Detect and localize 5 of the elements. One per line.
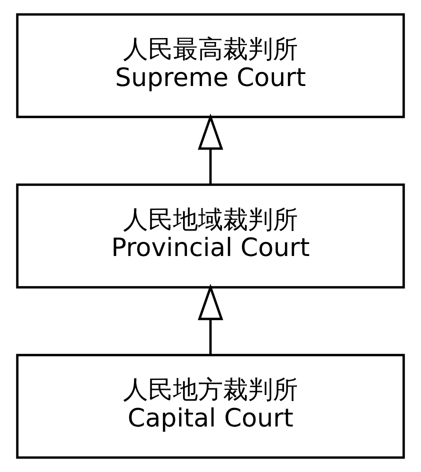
arrow	[198, 113, 224, 185]
arrow	[198, 284, 224, 356]
node-box: 人民最高裁判所 Supreme Court	[16, 13, 405, 118]
node-box: 人民地方裁判所 Capital Court	[16, 354, 405, 459]
node-box: 人民地域裁判所 Provincial Court	[16, 184, 405, 288]
